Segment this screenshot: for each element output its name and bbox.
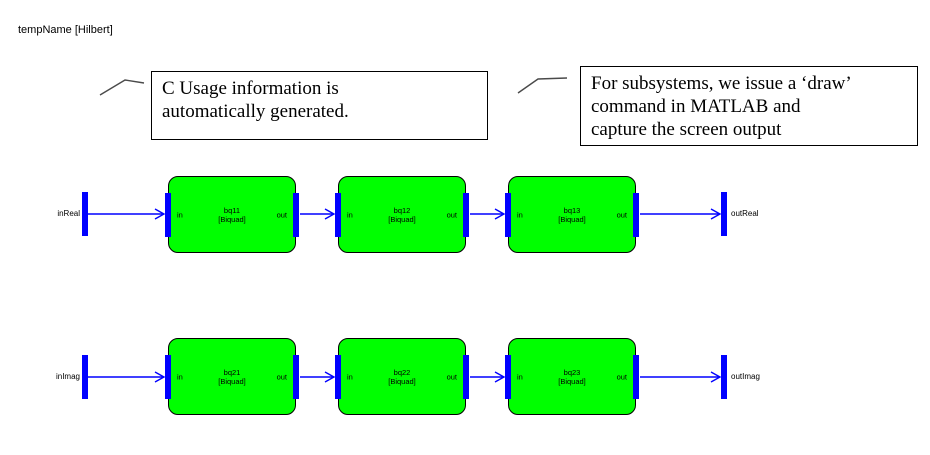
block-out-port-bar	[463, 355, 469, 399]
block-in-port-bar	[335, 193, 341, 237]
input-port-bar	[82, 355, 88, 399]
block-label: bq22 [Biquad]	[339, 368, 465, 386]
signal-arrow	[88, 208, 166, 220]
block-type: [Biquad]	[388, 214, 416, 224]
block-in-port-bar	[335, 355, 341, 399]
biquad-block-bq13[interactable]: in bq13 [Biquad] out	[505, 176, 639, 253]
block-name: bq23	[563, 367, 581, 377]
block-type: [Biquad]	[558, 214, 586, 224]
block-name: bq22	[393, 367, 411, 377]
block-type: [Biquad]	[218, 376, 246, 386]
block-label: bq21 [Biquad]	[169, 368, 295, 386]
block-type: [Biquad]	[388, 376, 416, 386]
output-port-bar	[721, 355, 727, 399]
in-port-label: in	[177, 372, 183, 381]
out-port-label: out	[446, 372, 457, 381]
annotation-callout-subsystems[interactable]: For subsystems, we issue a ‘draw’ comman…	[580, 66, 918, 146]
biquad-block-bq22[interactable]: in bq22 [Biquad] out	[335, 338, 469, 415]
callout-leader-line	[517, 77, 568, 94]
block-out-port-bar	[633, 193, 639, 237]
signal-arrow	[470, 208, 506, 220]
in-port-label: in	[517, 372, 523, 381]
out-port-label: out	[276, 210, 287, 219]
annotation-text-line: For subsystems, we issue a ‘draw’	[591, 73, 852, 94]
block-name: bq12	[393, 205, 411, 215]
block-in-port-bar	[165, 355, 171, 399]
block-label: bq23 [Biquad]	[509, 368, 635, 386]
block-name: bq13	[563, 205, 581, 215]
output-signal-label: outReal	[731, 209, 759, 218]
out-port-label: out	[446, 210, 457, 219]
input-signal-label: inReal	[57, 209, 80, 218]
biquad-block-bq23[interactable]: in bq23 [Biquad] out	[505, 338, 639, 415]
in-port-label: in	[517, 210, 523, 219]
in-port-label: in	[347, 372, 353, 381]
signal-arrow	[470, 371, 506, 383]
annotation-text-line: capture the screen output	[591, 119, 782, 140]
signal-arrow	[88, 371, 166, 383]
block-type: [Biquad]	[558, 376, 586, 386]
signal-arrow	[300, 371, 336, 383]
block-in-port-bar	[165, 193, 171, 237]
input-signal-label: inImag	[55, 372, 80, 381]
block-label: bq12 [Biquad]	[339, 206, 465, 224]
block-out-port-bar	[293, 355, 299, 399]
block-label: bq13 [Biquad]	[509, 206, 635, 224]
annotation-text-line: automatically generated.	[162, 101, 349, 122]
block-name: bq11	[223, 205, 241, 215]
output-signal-label: outImag	[731, 372, 760, 381]
block-out-port-bar	[463, 193, 469, 237]
callout-leader-line	[99, 79, 145, 96]
block-out-port-bar	[293, 193, 299, 237]
biquad-block-bq11[interactable]: in bq11 [Biquad] out	[165, 176, 299, 253]
block-out-port-bar	[633, 355, 639, 399]
block-in-port-bar	[505, 193, 511, 237]
biquad-block-bq12[interactable]: in bq12 [Biquad] out	[335, 176, 469, 253]
out-port-label: out	[616, 372, 627, 381]
block-name: bq21	[223, 367, 241, 377]
biquad-block-bq21[interactable]: in bq21 [Biquad] out	[165, 338, 299, 415]
out-port-label: out	[276, 372, 287, 381]
output-port-bar	[721, 192, 727, 236]
window-title: tempName [Hilbert]	[18, 24, 113, 36]
in-port-label: in	[177, 210, 183, 219]
in-port-label: in	[347, 210, 353, 219]
annotation-callout-c-usage[interactable]: C Usage information is automatically gen…	[151, 71, 488, 140]
signal-arrow	[640, 371, 722, 383]
annotation-text-line: C Usage information is	[162, 78, 339, 99]
annotation-text-line: command in MATLAB and	[591, 96, 801, 117]
block-in-port-bar	[505, 355, 511, 399]
block-label: bq11 [Biquad]	[169, 206, 295, 224]
block-type: [Biquad]	[218, 214, 246, 224]
signal-arrow	[640, 208, 722, 220]
input-port-bar	[82, 192, 88, 236]
signal-arrow	[300, 208, 336, 220]
out-port-label: out	[616, 210, 627, 219]
